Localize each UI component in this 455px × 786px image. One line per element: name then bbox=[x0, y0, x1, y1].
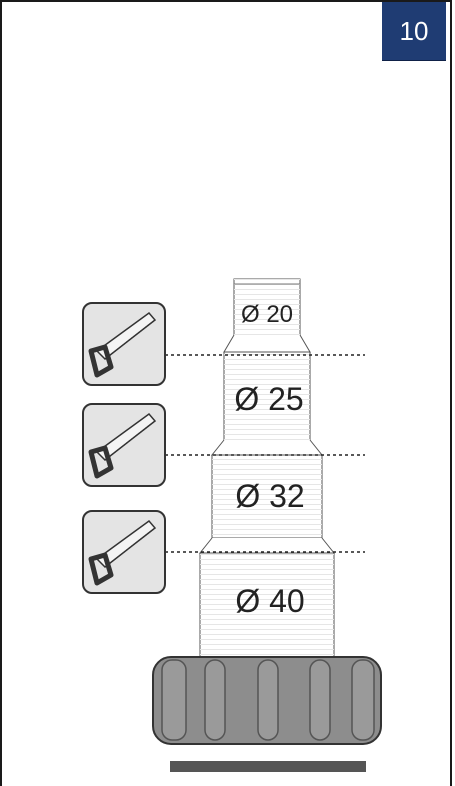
saw-icon bbox=[82, 403, 166, 487]
adapter-section-20 bbox=[223, 278, 311, 353]
adapter-section-40 bbox=[199, 552, 335, 658]
adapter-section-25 bbox=[210, 351, 324, 456]
size-label-group: Ø 20 Ø 25 Ø 32 Ø 40 bbox=[234, 301, 304, 619]
saw-icon bbox=[82, 302, 166, 386]
adapter-section-32 bbox=[198, 454, 336, 554]
step-number-badge: 10 bbox=[382, 2, 446, 61]
base-bar bbox=[170, 761, 366, 772]
size-label-40: Ø 40 bbox=[235, 583, 304, 619]
threaded-nut bbox=[152, 656, 382, 745]
size-label-32: Ø 32 bbox=[235, 478, 304, 514]
size-label-25: Ø 25 bbox=[234, 381, 303, 417]
saw-icon bbox=[82, 510, 166, 594]
size-label-20: Ø 20 bbox=[241, 301, 293, 328]
